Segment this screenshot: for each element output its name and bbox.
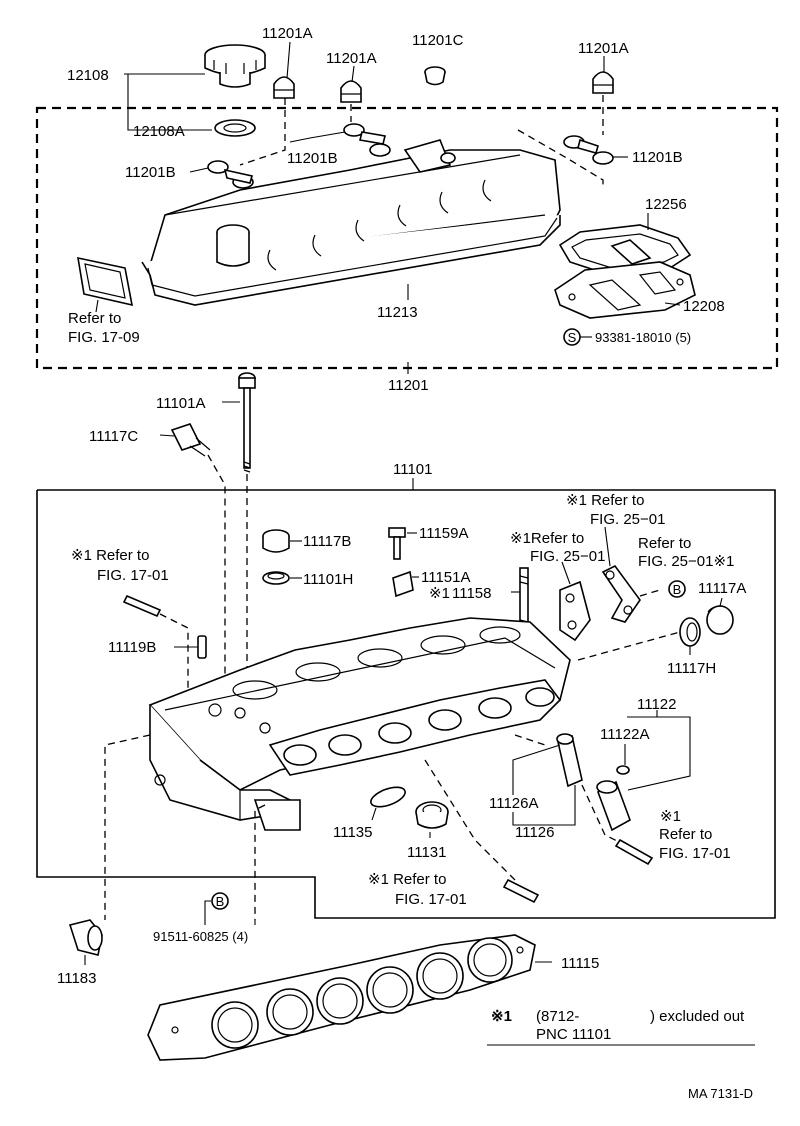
label-fig-25-01-b: FIG. 25−01 xyxy=(530,548,605,565)
label-12208: 12208 xyxy=(683,298,725,315)
label-fig-17-01-a: FIG. 17-01 xyxy=(97,567,169,584)
oil-baffle-plate xyxy=(554,261,696,319)
label-11101h: 11101H xyxy=(303,571,353,588)
b-mark-icon-1 xyxy=(668,580,686,598)
cap-nut-2 xyxy=(340,80,362,103)
bracket-b xyxy=(601,564,641,623)
grommet-right xyxy=(563,135,614,165)
label-ref-17-01-c: ※1 Refer to xyxy=(368,871,446,888)
label-11119b: 11119B xyxy=(108,639,156,656)
label-11201b-3: 11201B xyxy=(632,149,683,166)
label-11135: 11135 xyxy=(333,824,373,841)
label-11115: 11115 xyxy=(561,955,599,972)
label-11131: 11131 xyxy=(407,844,447,861)
label-ref-25-01-c: Refer to xyxy=(638,535,691,552)
label-refer-to-17-09: Refer to xyxy=(68,310,121,327)
head-bolt xyxy=(238,372,256,473)
bolt-11159a xyxy=(388,527,406,560)
b-symbol-2: B xyxy=(216,894,225,909)
head-gasket xyxy=(147,934,536,1061)
cap-nut-3 xyxy=(592,71,614,94)
label-11201b-2: 11201B xyxy=(287,150,338,167)
label-11126: 11126 xyxy=(515,824,555,841)
plug-11201c xyxy=(424,66,446,86)
label-s-part: 93381-18010 (5) xyxy=(595,330,691,345)
label-fig-25-01-c: FIG. 25−01※1 xyxy=(638,553,734,570)
label-11158: 11158 xyxy=(452,585,492,602)
note-date-code: (8712- xyxy=(536,1008,579,1025)
cylinder-head-cover xyxy=(141,139,561,306)
seal-11135 xyxy=(370,786,406,808)
label-11151a: 11151A xyxy=(421,569,471,586)
label-ref-17-01-a: ※1 Refer to xyxy=(71,547,149,564)
spark-plug-tube-gasket xyxy=(77,256,134,307)
label-star-11158: ※1 xyxy=(429,585,450,602)
snap-ring xyxy=(616,765,630,775)
cylinder-head xyxy=(148,617,571,831)
label-11159a: 11159A xyxy=(419,525,469,542)
plug-11131 xyxy=(415,801,449,829)
stud-bottom xyxy=(502,878,540,904)
label-fig-17-01-b: FIG. 17-01 xyxy=(659,845,731,862)
grommet-middle xyxy=(343,123,391,157)
label-11101: 11101 xyxy=(393,461,433,478)
label-11122a: 11122A xyxy=(600,726,650,743)
label-fig-17-09: FIG. 17-09 xyxy=(68,329,140,346)
label-11183: 11183 xyxy=(57,970,97,987)
grommet-left xyxy=(207,160,254,189)
label-11201b-1: 11201B xyxy=(125,164,176,181)
label-11122: 11122 xyxy=(637,696,677,713)
label-fig-25-01-a: FIG. 25−01 xyxy=(590,511,665,528)
label-ref-25-01-b: ※1Refer to xyxy=(510,530,584,547)
label-11213: 11213 xyxy=(377,304,418,321)
label-11117c: 11117C xyxy=(89,428,138,445)
label-12108: 12108 xyxy=(67,67,109,84)
label-11201c: 11201C xyxy=(412,32,464,49)
bracket-a xyxy=(559,580,591,642)
sleeve-11151a xyxy=(392,570,414,598)
stud-right xyxy=(614,838,654,866)
plug-11117c xyxy=(170,423,211,457)
oil-filler-cap xyxy=(204,44,266,88)
cap-nut-1 xyxy=(273,76,295,99)
label-11117h: 11117H xyxy=(667,660,716,677)
intake-valve-guide xyxy=(556,733,583,788)
label-b-part: 91511-60825 (4) xyxy=(153,929,248,944)
valve-guide-bushing xyxy=(596,780,631,832)
s-symbol: S xyxy=(568,330,577,345)
b-mark-icon-2 xyxy=(211,892,229,910)
note-pnc: PNC 11101 xyxy=(536,1026,611,1043)
label-12108a: 12108A xyxy=(133,123,185,140)
label-11201a-3: 11201A xyxy=(578,40,629,57)
note-excluded: ) excluded out xyxy=(650,1008,745,1025)
label-11126a: 11126A xyxy=(489,795,539,812)
label-11101a: 11101A xyxy=(156,395,206,412)
plug-11117b xyxy=(262,529,290,553)
cover-assembly-box xyxy=(35,106,779,370)
filler-cap-gasket xyxy=(214,119,256,137)
label-ref-17-01-b-mark: ※1 xyxy=(660,808,681,825)
label-11117b: 11117B xyxy=(303,533,351,550)
pin-11119b xyxy=(197,635,207,659)
plug-11117a xyxy=(706,605,734,635)
cam-end-cap xyxy=(68,919,103,956)
label-fig-17-01-c: FIG. 17-01 xyxy=(395,891,467,908)
ring-11101h xyxy=(262,571,290,585)
label-11201a-2: 11201A xyxy=(326,50,377,67)
head-assembly-box xyxy=(36,489,776,919)
figure-code: MA 7131-D xyxy=(688,1086,753,1101)
note-mark: ※1 xyxy=(491,1008,512,1025)
label-12256: 12256 xyxy=(645,196,687,213)
label-11201a-1: 11201A xyxy=(262,25,313,42)
label-ref-17-01-b: Refer to xyxy=(659,826,712,843)
label-11201: 11201 xyxy=(388,377,429,394)
stud-left xyxy=(122,594,162,618)
seal-11117h xyxy=(679,617,701,647)
b-symbol-1: B xyxy=(673,582,682,597)
label-11117a: 11117A xyxy=(698,580,746,597)
label-ref-25-01-a: ※1 Refer to xyxy=(566,492,644,509)
